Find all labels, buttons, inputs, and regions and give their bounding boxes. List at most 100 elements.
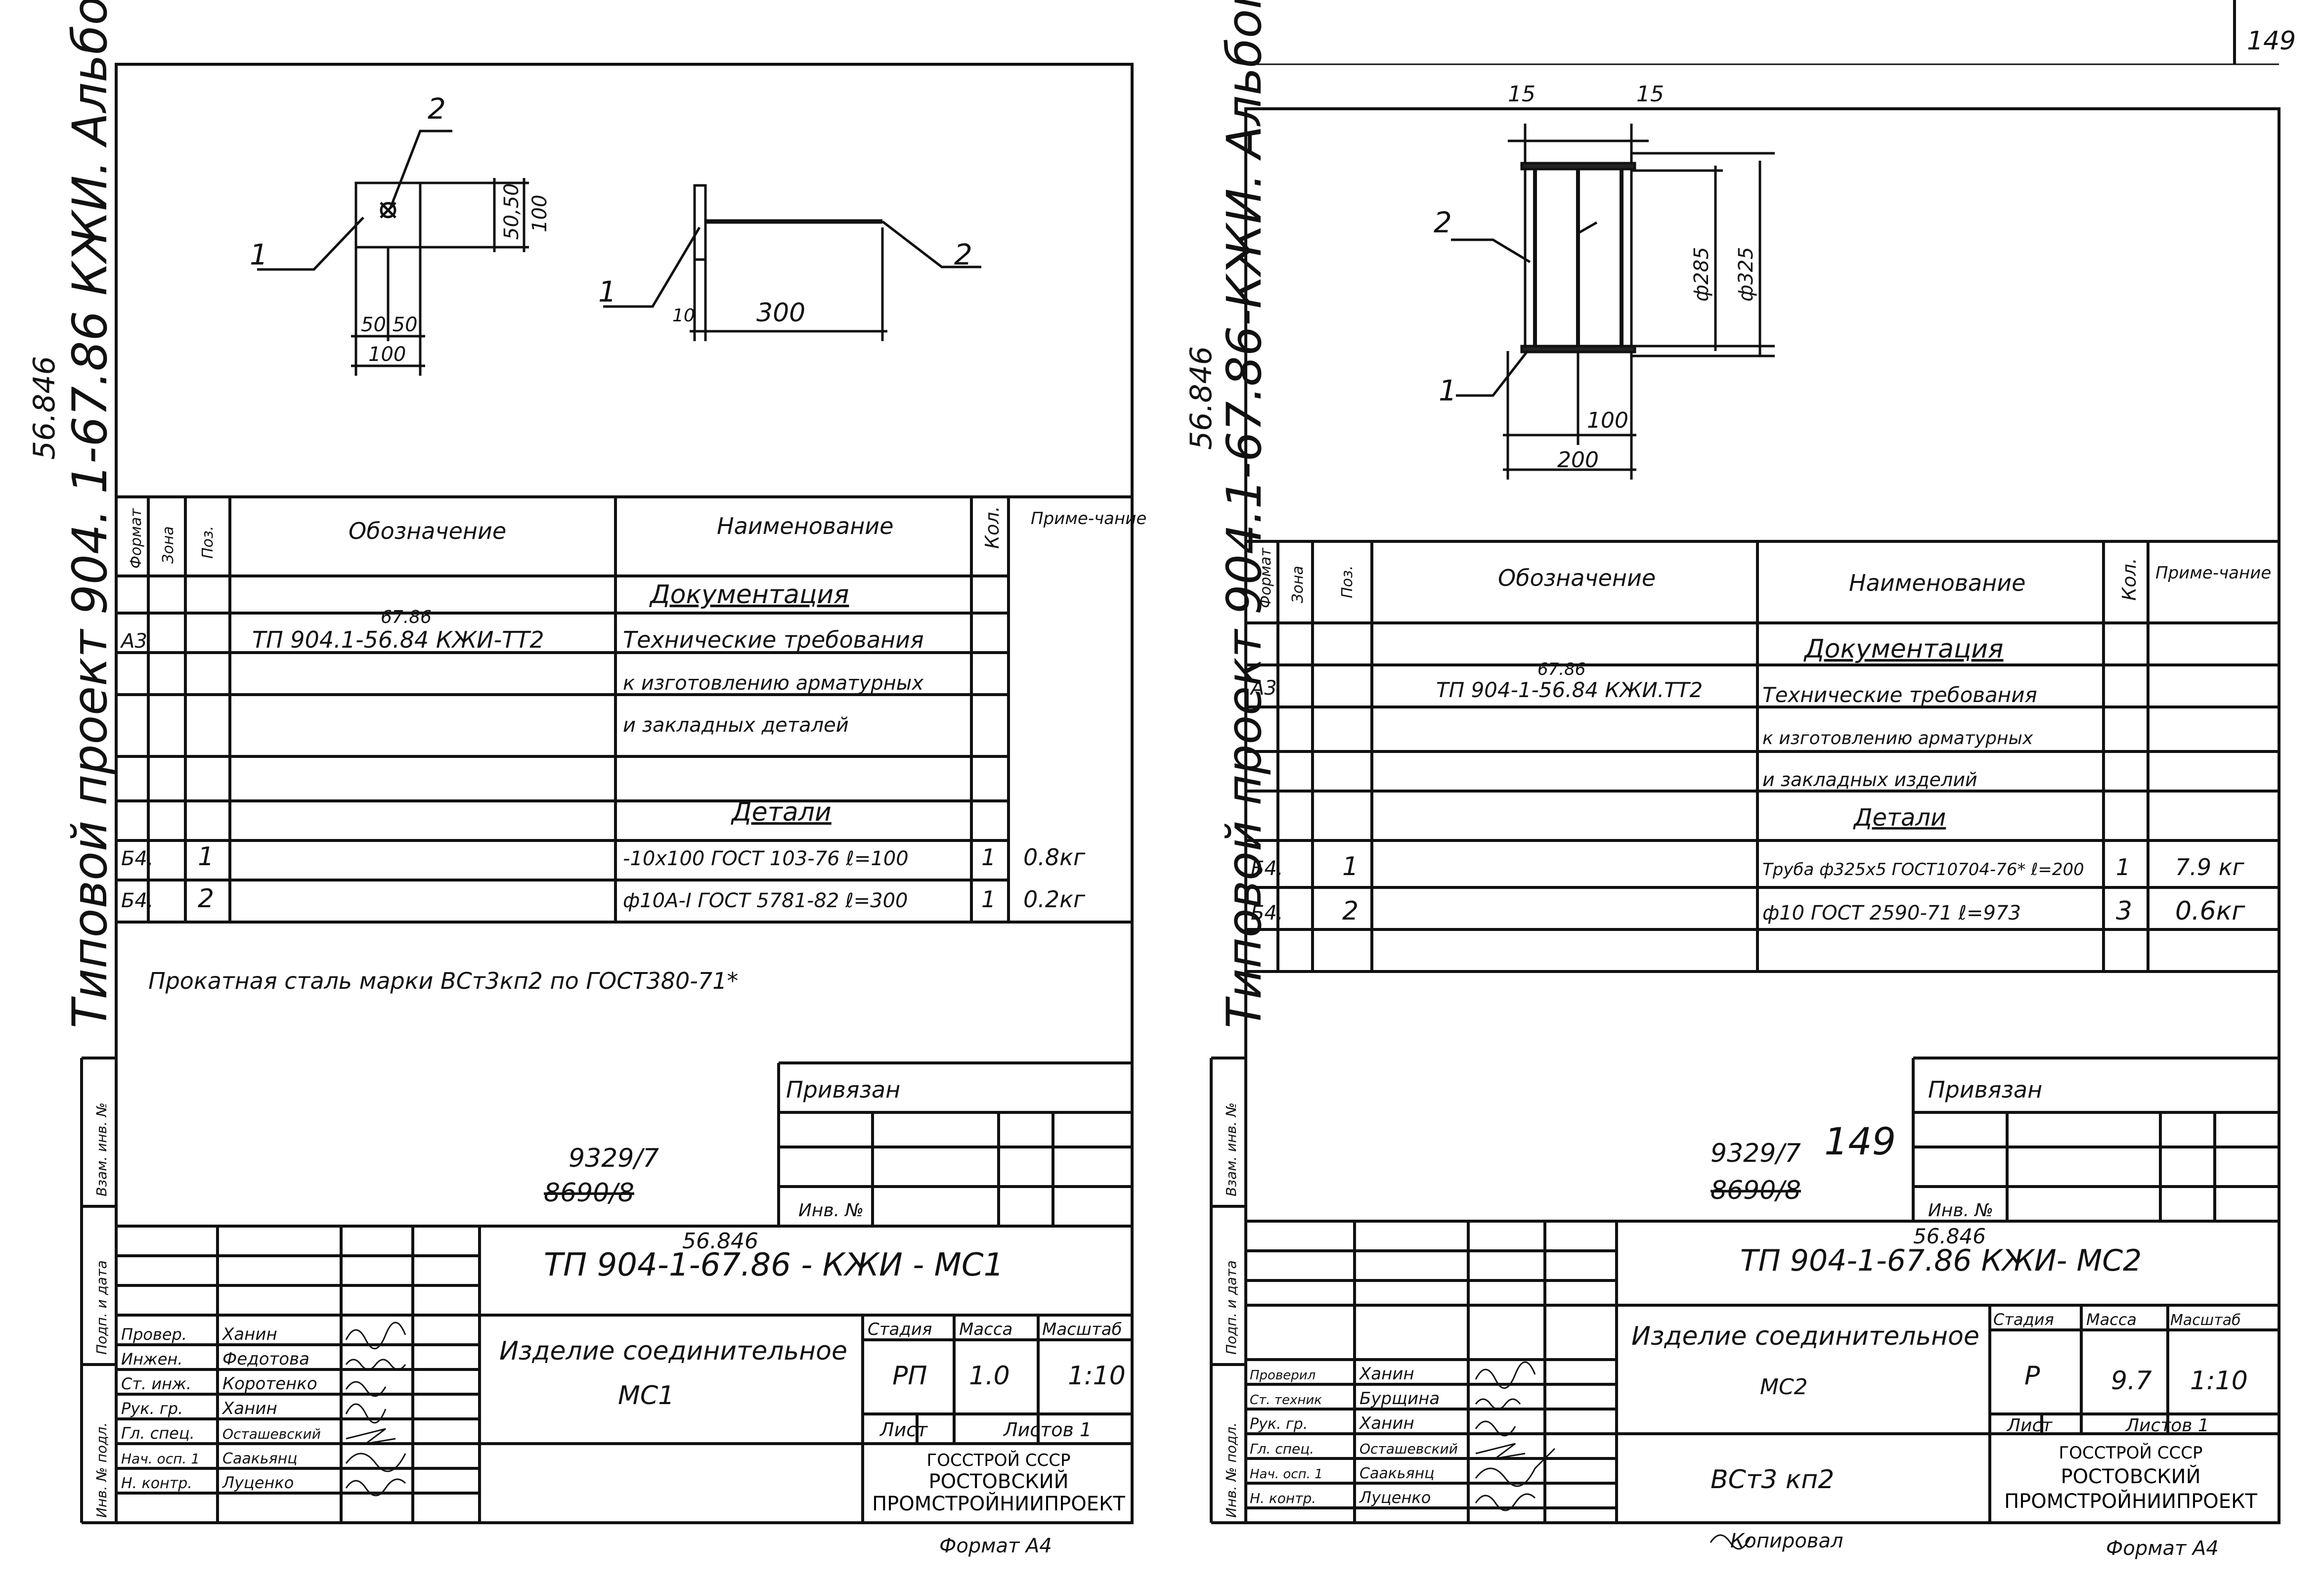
sheet2-frame <box>1244 107 2280 1524</box>
s2-mass-label: Масса <box>2086 1310 2137 1329</box>
sheet2-side-title-over: 56.846 <box>1184 346 1219 450</box>
sheet1-side-title: Типовой проект 904. 1-67.86 КЖИ. Альбом … <box>62 0 118 1028</box>
s1-name-1: Ханин <box>221 1324 277 1344</box>
s2-role-3: Рук. гр. <box>1250 1415 1308 1433</box>
s1-name-5: Осташевский <box>222 1426 321 1442</box>
s2-hdr-qty: Кол. <box>2118 558 2140 601</box>
s2-row1-note: 7.9 кг <box>2175 854 2245 881</box>
s1-scale-label: Масштаб <box>1042 1320 1122 1339</box>
s1-role-5: Гл. спец. <box>121 1424 195 1443</box>
s2-doc-format: А3 <box>1249 677 1277 700</box>
s2-org-3: ПРОМСТРОЙНИИПРОЕКТ <box>2004 1489 2257 1513</box>
s1-row1-format: Б4. <box>121 847 154 870</box>
s1-org-1: ГОССТРОЙ СССР <box>927 1450 1071 1470</box>
s2-hdr-zone: Зона <box>1289 566 1307 603</box>
s1-doc-name-1: Технические требования <box>623 626 924 653</box>
s2-name-4: Осташевский <box>1359 1441 1458 1457</box>
s1-row1-note: 0.8кг <box>1023 844 1086 871</box>
s1-role-3: Ст. инж. <box>121 1374 191 1393</box>
s1-role-7: Н. контр. <box>121 1475 192 1492</box>
s2-name-1: Ханин <box>1359 1364 1414 1384</box>
s2-role-5: Нач. осп. 1 <box>1250 1467 1323 1482</box>
s2-dim-15b: 15 <box>1636 82 1664 107</box>
s1-inv-no: Инв. № <box>798 1200 864 1221</box>
s1-hdr-format: Формат <box>128 508 145 569</box>
s2-parts-heading: Детали <box>1853 804 1946 832</box>
s2-row1-name: Труба ф325х5 ГОСТ10704-76* ℓ=200 <box>1762 860 2084 880</box>
s1-stage-label: Стадия <box>868 1320 932 1339</box>
s1-doc-designation-over: 67.86 <box>381 607 432 627</box>
s1-product-name: Изделие соединительное <box>499 1336 847 1366</box>
sheet1-side-title-over: 56.846 <box>27 356 62 460</box>
s2-hdr-designation: Обозначение <box>1498 565 1656 591</box>
s2-dim-100: 100 <box>1587 408 1628 433</box>
s1-role-4: Рук. гр. <box>121 1399 183 1418</box>
s1-row1-pos: 1 <box>198 842 214 872</box>
dim-5050-v: 50,50 <box>500 183 523 240</box>
sheet1-frame <box>115 63 1134 1524</box>
s2-sheet-label: Лист <box>2006 1415 2053 1436</box>
s1-row2-qty: 1 <box>981 886 996 913</box>
s1-stamp-inv: Инв. № подл. <box>93 1422 110 1518</box>
s2-doc-designation: ТП 904-1-56.84 КЖИ.ТТ2 <box>1436 678 1703 702</box>
s2-role-1: Проверил <box>1250 1368 1315 1383</box>
s2-dim-15a: 15 <box>1508 82 1535 107</box>
s2-hdr-pos: Поз. <box>1339 566 1356 598</box>
callout-2b: 2 <box>954 238 972 271</box>
s2-hdr-note: Приме-чание <box>2155 563 2271 583</box>
s2-row2-qty: 3 <box>2116 896 2132 926</box>
s1-name-2: Федотова <box>222 1349 309 1369</box>
s2-role-6: Н. контр. <box>1250 1490 1316 1506</box>
s2-handwritten-num-old: 8690/8 <box>1710 1176 1801 1205</box>
s2-name-6: Луценко <box>1359 1488 1431 1507</box>
s1-org-3: ПРОМСТРОЙНИИПРОЕКТ <box>872 1492 1125 1515</box>
s2-handwritten-num-big: 149 <box>1824 1119 1896 1163</box>
page-number: 149 <box>2247 26 2296 56</box>
callout-1b: 1 <box>598 275 616 309</box>
dim-10: 10 <box>672 306 695 326</box>
s1-stamp-vzam: Взам. инв. № <box>93 1103 110 1196</box>
s1-row2-note: 0.2кг <box>1023 886 1086 913</box>
s1-role-6: Нач. осп. 1 <box>121 1451 200 1467</box>
s1-row1-name: -10х100 ГОСТ 103-76 ℓ=100 <box>623 847 909 870</box>
s2-doc-name-1: Технические требования <box>1762 683 2037 707</box>
s1-name-7: Луценко <box>222 1473 294 1492</box>
s2-title-code-over: 56.846 <box>1913 1224 1986 1248</box>
s1-documentation-heading: Документация <box>649 580 849 610</box>
s2-row1-qty: 1 <box>2116 854 2130 881</box>
s1-role-2: Инжен. <box>121 1350 182 1368</box>
s1-scale: 1:10 <box>1068 1361 1126 1391</box>
s2-handwritten-num: 9329/7 <box>1710 1139 1801 1168</box>
s2-product-code: МС2 <box>1760 1374 1808 1400</box>
s2-doc-name-3: и закладных изделий <box>1762 769 1977 791</box>
s2-stamp-vzam: Взам. инв. № <box>1223 1103 1239 1196</box>
s1-doc-format: А3 <box>120 630 147 653</box>
s1-privyazan: Привязан <box>786 1076 900 1103</box>
s1-row1-qty: 1 <box>981 844 996 871</box>
s1-stamp-sign: Подп. и дата <box>93 1260 110 1355</box>
dim-100-v: 100 <box>528 195 551 232</box>
s1-sheet-label: Лист <box>879 1419 928 1441</box>
sheet1-drawing <box>257 130 981 376</box>
s2-inv-no: Инв. № <box>1928 1200 1993 1221</box>
s2-mass: 9.7 <box>2111 1366 2152 1396</box>
s2-callout-2: 2 <box>1434 206 1452 239</box>
s1-mass: 1.0 <box>969 1361 1010 1391</box>
s2-row2-note: 0.6кг <box>2175 896 2245 926</box>
s1-sheets-label: Листов 1 <box>1003 1419 1092 1441</box>
s2-scale: 1:10 <box>2190 1366 2248 1396</box>
callout-2: 2 <box>428 92 446 126</box>
s2-privyazan: Привязан <box>1928 1076 2042 1103</box>
s2-name-5: Саакьянц <box>1359 1465 1435 1482</box>
s1-hdr-qty: Кол. <box>981 506 1003 549</box>
s1-name-3: Коротенко <box>222 1374 317 1394</box>
s1-product-code: МС1 <box>618 1381 674 1411</box>
s1-doc-designation: ТП 904.1-56.84 КЖИ-ТТ2 <box>252 626 544 653</box>
signatures <box>345 1322 1751 1550</box>
s2-org-1: ГОССТРОЙ СССР <box>2059 1443 2203 1463</box>
s2-row2-pos: 2 <box>1342 896 1359 926</box>
s1-name-6: Саакьянц <box>222 1450 298 1467</box>
s2-role-2: Ст. техник <box>1250 1393 1322 1408</box>
s1-row2-format: Б4. <box>121 889 154 912</box>
